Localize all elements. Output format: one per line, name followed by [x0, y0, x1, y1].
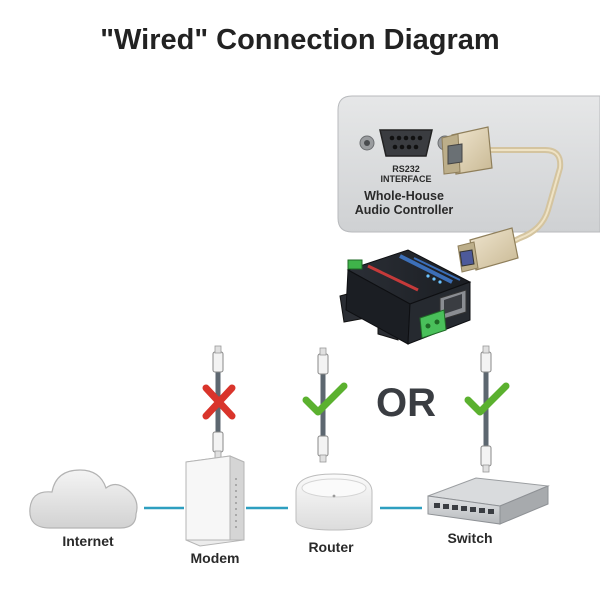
rs232-port: [379, 129, 433, 157]
x-icon: [202, 384, 236, 420]
checkmark-icon: [302, 382, 348, 416]
or-text: OR: [376, 381, 436, 425]
diagram-title: "Wired" Connection Diagram: [100, 24, 500, 56]
modem-icon: [185, 455, 245, 547]
serial-converter: [339, 249, 472, 345]
cloud-icon: [29, 469, 138, 529]
controller-name-line2: Audio Controller: [355, 203, 454, 217]
label-internet: Internet: [62, 533, 114, 549]
serial-cable: [441, 126, 564, 273]
db9-connector-top: [441, 126, 493, 175]
router-icon: [295, 473, 373, 531]
terminal-block: [419, 309, 447, 339]
checkmark-icon: [464, 382, 510, 416]
label-router: Router: [308, 539, 354, 555]
db9-connector-bottom: [457, 227, 519, 273]
port-label-line2: INTERFACE: [380, 174, 431, 184]
port-label-line1: RS232: [392, 164, 420, 174]
label-switch: Switch: [447, 530, 492, 546]
label-modem: Modem: [191, 550, 240, 566]
controller-name-line1: Whole-House: [364, 189, 444, 203]
network-switch-icon: [427, 477, 550, 525]
